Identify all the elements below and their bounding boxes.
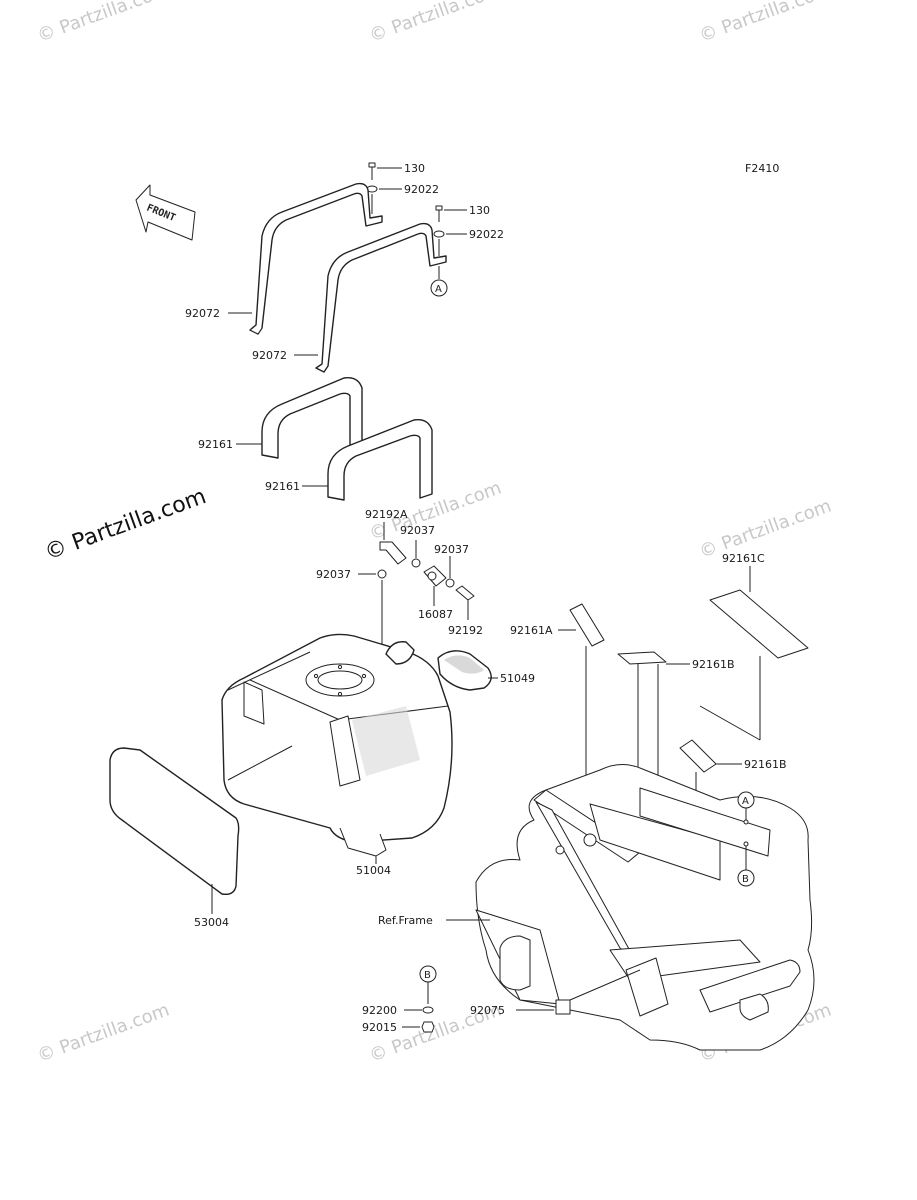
- label-fuel-cap-51049: 51049: [500, 672, 535, 685]
- label-strap-92072-rear: 92072: [185, 307, 220, 320]
- washer-92022-lower: [433, 230, 467, 256]
- pad-92161-front: [327, 419, 433, 501]
- label-pad-92161a: 92161A: [510, 624, 553, 637]
- watermark-top-left: © Partzilla.com: [35, 0, 173, 47]
- damper-92075: [516, 969, 641, 1015]
- label-strap-92072-front: 92072: [252, 349, 287, 362]
- label-washer-92022-upper: 92022: [404, 183, 439, 196]
- watermark-main: © Partzilla.com: [42, 484, 210, 566]
- callout-b-bottom-label: B: [424, 970, 431, 981]
- label-clamp-92037-right: 92037: [434, 543, 469, 556]
- watermark-bottom-left: © Partzilla.com: [35, 999, 173, 1066]
- label-pad-92161b-lower: 92161B: [744, 758, 787, 771]
- bolt-130-upper: [368, 162, 402, 180]
- cover-53004: [109, 747, 240, 914]
- label-bolt-130-upper: 130: [404, 162, 425, 175]
- strap-92072-front: [315, 222, 447, 373]
- callout-b-frame-label: B: [742, 874, 749, 885]
- pad-92161c: [699, 566, 809, 741]
- vehicle-frame: [446, 764, 815, 1051]
- label-pad-92161-front: 92161: [265, 480, 300, 493]
- label-clamp-92037-upper: 92037: [400, 524, 435, 537]
- label-hose-92192: 92192: [448, 624, 483, 637]
- label-pad-92161-rear: 92161: [198, 438, 233, 451]
- watermark-top-center: © Partzilla.com: [367, 0, 505, 47]
- fuel-tank-51004: [221, 633, 453, 864]
- label-fuel-tank-51004: 51004: [356, 864, 391, 877]
- callout-a-top: [430, 279, 448, 297]
- fuel-cap-51049: [437, 650, 498, 691]
- clamp-92037-upper: [411, 540, 421, 568]
- label-clamp-92037-left: 92037: [316, 568, 351, 581]
- label-nut-92015: 92015: [362, 1021, 397, 1034]
- diagram-code: F2410: [745, 162, 779, 175]
- callout-a-top-label: A: [435, 284, 442, 295]
- valve-16087: [423, 565, 447, 606]
- ref-frame-label: Ref.Frame: [378, 914, 433, 927]
- label-damper-92075: 92075: [470, 1004, 505, 1017]
- clamp-92037-right: [445, 556, 455, 588]
- label-washer-92022-lower: 92022: [469, 228, 504, 241]
- label-pad-92161b-upper: 92161B: [692, 658, 735, 671]
- washer-92200: [404, 1006, 434, 1014]
- strap-92072-rear: [249, 182, 383, 335]
- label-valve-16087: 16087: [418, 608, 453, 621]
- washer-92022-upper: [366, 185, 402, 214]
- hose-92192a: [379, 522, 407, 565]
- watermark-mid-right: © Partzilla.com: [697, 495, 835, 562]
- nut-92015: [402, 1021, 435, 1033]
- label-pad-92161c: 92161C: [722, 552, 765, 565]
- label-bolt-130-lower: 130: [469, 204, 490, 217]
- watermark-top-right: © Partzilla.com: [697, 0, 835, 47]
- bolt-130-lower: [435, 205, 467, 222]
- label-cover-53004: 53004: [194, 916, 229, 929]
- label-washer-92200: 92200: [362, 1004, 397, 1017]
- callout-a-frame-label: A: [742, 796, 749, 807]
- label-hose-92192a: 92192A: [365, 508, 408, 521]
- front-arrow: FRONT: [135, 184, 196, 241]
- hose-92192: [455, 585, 475, 620]
